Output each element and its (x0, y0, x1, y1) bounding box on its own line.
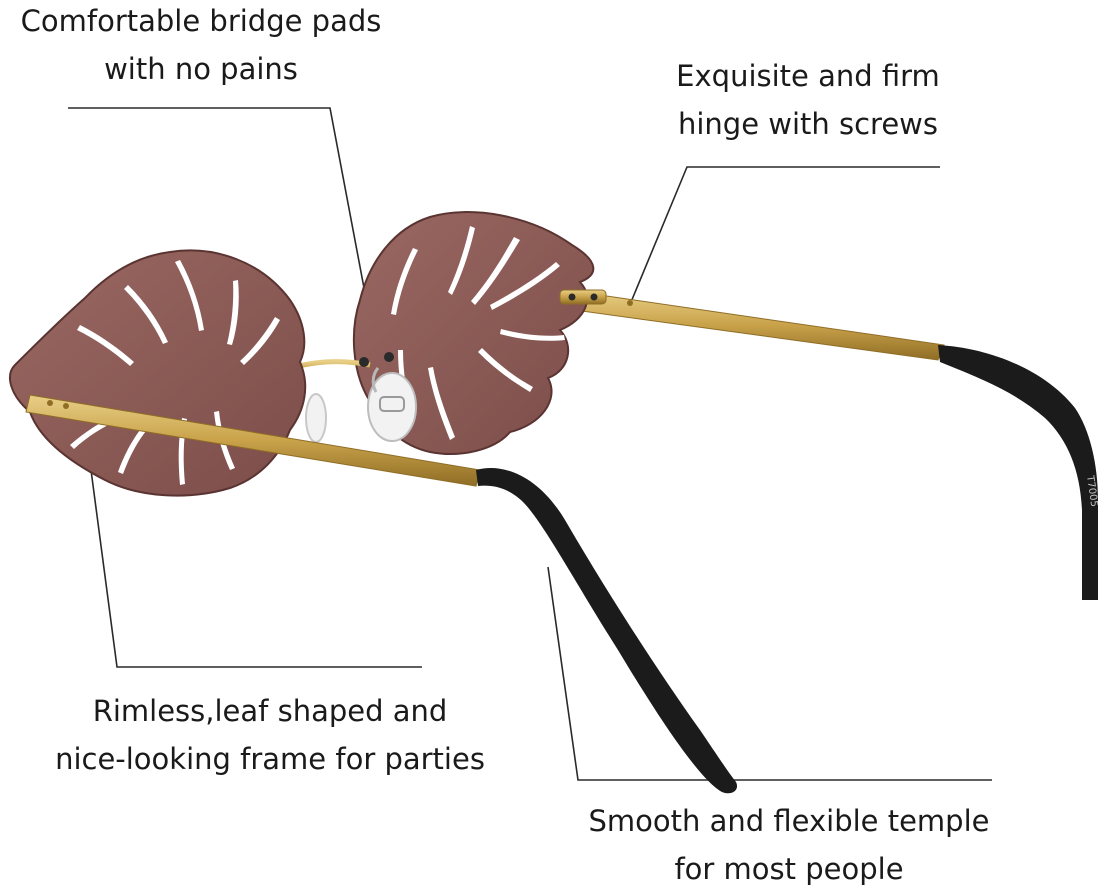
callout-temple: Smooth and flexible temple for most peop… (574, 797, 1004, 893)
leader-lines (68, 107, 992, 781)
callout-temple-line1: Smooth and flexible temple (588, 804, 990, 838)
leader-line-bridge-pads (68, 107, 379, 363)
callout-frame-line1: Rimless,leaf shaped and (92, 694, 448, 728)
leader-line-temple (547, 566, 992, 781)
leader-line-frame (83, 416, 422, 668)
near-temple-tip (476, 468, 738, 794)
far-temple-arm: T7005 (559, 289, 1098, 600)
callout-hinge-line1: Exquisite and firm (676, 59, 940, 93)
callout-temple-line2: for most people (674, 852, 904, 886)
left-leaf-lens (9, 249, 307, 497)
temple-imprint: T7005 (1084, 474, 1098, 508)
callout-bridge-pads-line1: Comfortable bridge pads (20, 4, 382, 38)
nose-pad (305, 367, 417, 443)
hinge-screws (559, 289, 633, 306)
callout-hinge: Exquisite and firm hinge with screws (660, 52, 956, 148)
near-temple-arm (25, 394, 738, 794)
callout-hinge-line2: hinge with screws (677, 107, 939, 141)
callout-frame: Rimless,leaf shaped and nice-looking fra… (40, 687, 500, 783)
leader-line-hinge (630, 166, 940, 303)
far-temple-tip (938, 345, 1098, 600)
right-lens-slits (391, 226, 565, 440)
callout-bridge-pads-line2: with no pains (104, 52, 298, 86)
callout-frame-line2: nice-looking frame for parties (55, 742, 485, 776)
callout-bridge-pads: Comfortable bridge pads with no pains (8, 0, 394, 93)
